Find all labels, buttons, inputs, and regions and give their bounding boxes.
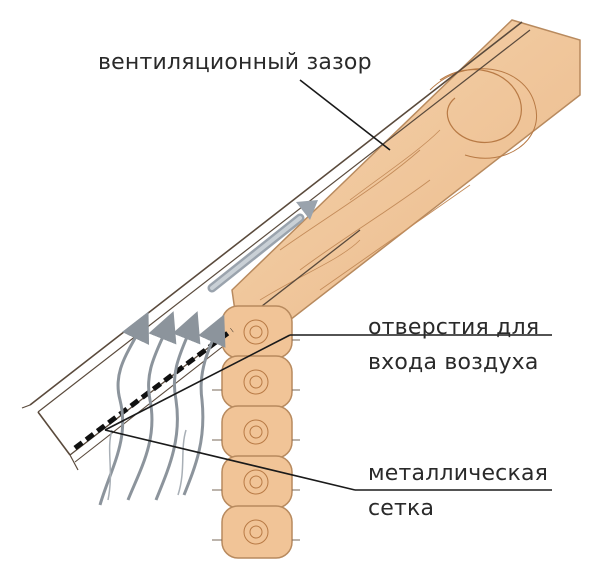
metal-mesh [73, 328, 234, 450]
label-air-inlet-line2: входа воздуха [368, 350, 539, 375]
label-metal-mesh-line1: металлическая [368, 461, 549, 486]
leader-lines [104, 79, 552, 491]
label-air-inlet-line1: отверстия для [368, 315, 540, 340]
gap-air-arrow [207, 200, 318, 293]
log-wall [212, 305, 300, 559]
air-flow-arrows [98, 311, 226, 506]
label-metal-mesh-line2: сетка [368, 496, 435, 521]
roof-deck [21, 21, 531, 471]
label-ventilation-gap: вентиляционный зазор [98, 50, 372, 75]
